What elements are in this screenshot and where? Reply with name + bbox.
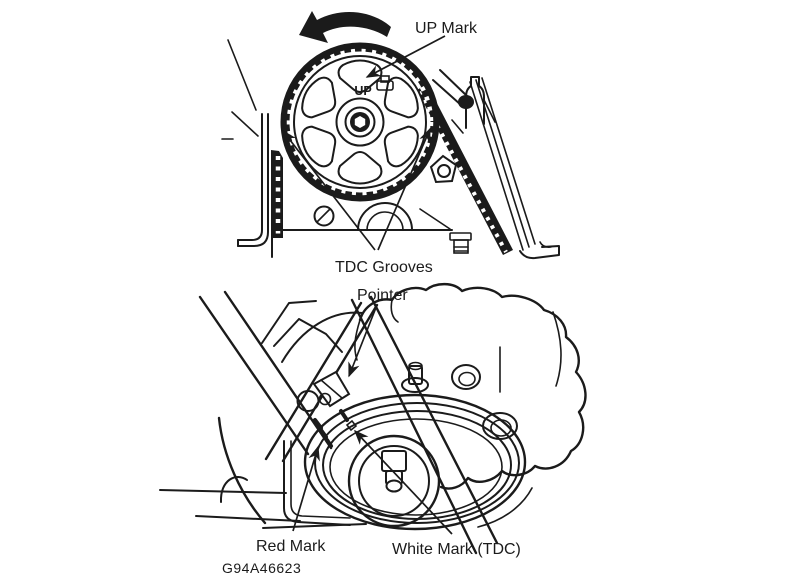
drive-belts (198, 290, 499, 555)
pointer-label: Pointer (357, 287, 408, 304)
lower-left-structure (159, 416, 533, 529)
up-stamp: UP (354, 84, 371, 98)
flange-bolt (449, 232, 472, 254)
white-mark-tick (339, 409, 349, 422)
red-mark-label: Red Mark (256, 538, 326, 555)
up-mark-callout: UP Mark (365, 20, 478, 78)
camshaft-diagram: UP UP Mark TDC Grooves (221, 11, 560, 276)
hub-bolt-hex (354, 116, 366, 128)
tdc-grooves-label: TDC Grooves (335, 259, 433, 276)
crankshaft-pulley (303, 393, 527, 531)
tdc-grooves-callout: TDC Grooves (282, 127, 433, 276)
pointer-callout: Pointer (348, 287, 408, 378)
left-reference-lines (221, 39, 259, 140)
casting-hole-upper (451, 364, 481, 390)
camshaft-sprocket: UP (280, 42, 440, 202)
left-belt-guide (237, 113, 269, 247)
timing-belt-left (271, 150, 283, 238)
front-cover-lines (261, 300, 363, 412)
crank-bolt (381, 450, 407, 493)
timing-pointer (312, 370, 358, 448)
engine-block-edge (271, 202, 472, 258)
rotation-arrow-icon (299, 11, 391, 43)
up-mark-label: UP Mark (415, 20, 478, 37)
casting-hole-lower (482, 412, 518, 440)
crankshaft-diagram: Pointer Red Mark White Mark (TDC) (159, 282, 587, 558)
tensioner-bracket (432, 69, 496, 134)
red-mark-ticks (313, 418, 333, 448)
figure-id: G94A46623 (222, 560, 301, 576)
white-mark-label: White Mark (TDC) (392, 541, 521, 558)
tdc-notch (345, 419, 358, 432)
small-bolt-detail (376, 75, 394, 91)
red-mark-callout: Red Mark (256, 445, 326, 555)
casting-lug (429, 154, 458, 184)
white-mark-callout: White Mark (TDC) (353, 429, 521, 558)
